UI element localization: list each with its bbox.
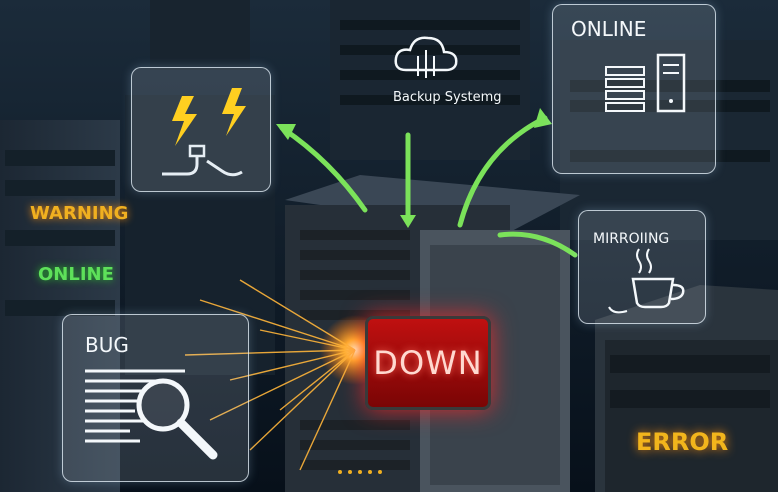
down-sign: DOWN <box>365 316 491 410</box>
bug-panel-label: BUG <box>85 333 129 357</box>
online-panel-label: ONLINE <box>571 17 647 41</box>
arrow-to-power-panel <box>279 125 368 213</box>
backup-system-label: Backup Systemg <box>393 90 502 105</box>
magnifier-icon <box>136 378 218 460</box>
cloud-backup-icon <box>394 36 458 78</box>
rack-left-back <box>125 95 275 375</box>
code-lines <box>85 369 185 443</box>
arrow-mirroring <box>497 231 578 258</box>
mirroring-panel-label: MIRROIING <box>593 231 670 247</box>
rack-top-left <box>150 0 250 70</box>
power-outage-icon <box>162 88 246 177</box>
arrows <box>279 115 578 258</box>
arrow-to-online-panel <box>457 115 548 228</box>
bug-panel: BUG <box>62 314 249 482</box>
backup-system-panel: Backup Systemg <box>380 30 502 112</box>
down-label: DOWN <box>373 344 483 382</box>
error-label: ERROR <box>636 428 729 456</box>
mirroring-panel: MIRROIING <box>578 210 706 324</box>
server-rack-icon <box>605 53 686 113</box>
online-panel: ONLINE <box>552 4 716 174</box>
power-outage-panel <box>131 67 271 192</box>
online-label: ONLINE <box>38 264 114 285</box>
warning-label: WARNING <box>30 203 129 224</box>
coffee-cup-icon <box>608 248 685 314</box>
